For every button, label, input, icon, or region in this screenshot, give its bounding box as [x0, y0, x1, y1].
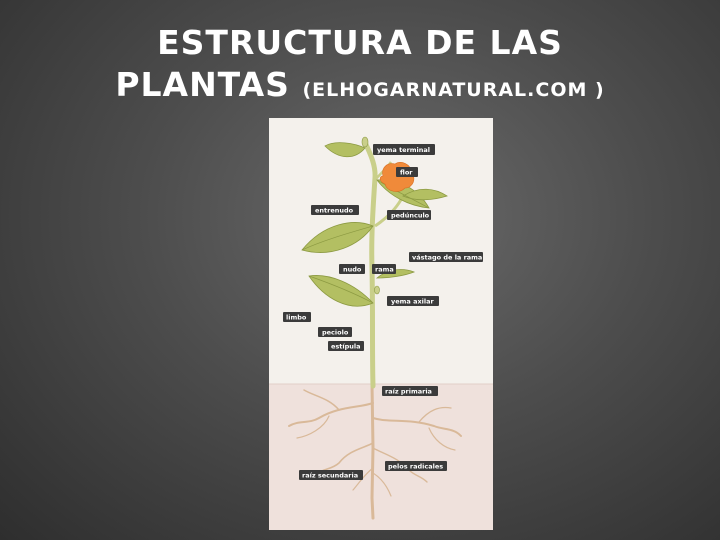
label-rama-text: rama: [375, 266, 394, 274]
label-raiz-primaria: raíz primaria: [382, 386, 438, 396]
title-line-1: Estructura de las: [157, 23, 563, 62]
label-pedunculo-text: pedúnculo: [391, 212, 430, 220]
label-yema-axilar-text: yema axilar: [391, 298, 434, 306]
label-peciolo: peciolo: [318, 327, 352, 337]
label-estipula: estípula: [328, 341, 364, 351]
label-entrenudo: entrenudo: [311, 205, 359, 215]
label-pelos-radicales: pelos radicales: [385, 461, 447, 471]
plant-diagram: yema terminal flor entrenudo pedúnculo v…: [269, 118, 493, 530]
terminal-bud: [361, 136, 369, 148]
axillary-bud: [374, 285, 380, 295]
label-raiz-primaria-text: raíz primaria: [385, 388, 432, 396]
label-yema-terminal-text: yema terminal: [377, 146, 430, 154]
label-nudo: nudo: [339, 264, 365, 274]
label-pelos-radicales-text: pelos radicales: [388, 463, 443, 471]
label-vastago: vástago de la rama: [409, 252, 483, 262]
label-raiz-secundaria-text: raíz secundaria: [302, 472, 358, 480]
label-flor: flor: [396, 167, 418, 177]
title-line-2: plantas (elhogarnatural.com ): [0, 64, 720, 111]
label-nudo-text: nudo: [343, 266, 362, 274]
label-raiz-secundaria: raíz secundaria: [299, 470, 363, 480]
label-limbo-text: limbo: [286, 314, 307, 322]
label-yema-axilar: yema axilar: [387, 296, 439, 306]
main-stem: [362, 139, 378, 389]
label-flor-text: flor: [400, 169, 413, 177]
label-rama: rama: [372, 264, 396, 274]
label-peciolo-text: peciolo: [322, 329, 349, 337]
label-limbo: limbo: [283, 312, 311, 322]
roots: [288, 382, 462, 520]
label-pedunculo: pedúnculo: [387, 210, 431, 220]
label-yema-terminal: yema terminal: [373, 144, 435, 155]
soil-area: [269, 384, 493, 530]
title-source: (elhogarnatural.com ): [302, 79, 605, 101]
label-entrenudo-text: entrenudo: [315, 207, 354, 215]
leaf-veins: [301, 179, 430, 304]
label-vastago-text: vástago de la rama: [412, 254, 482, 262]
label-estipula-text: estípula: [331, 343, 361, 351]
title-word: plantas: [115, 65, 290, 104]
slide-title: Estructura de las plantas (elhogarnatura…: [0, 22, 720, 111]
plant-illustration: yema terminal flor entrenudo pedúnculo v…: [269, 136, 493, 530]
